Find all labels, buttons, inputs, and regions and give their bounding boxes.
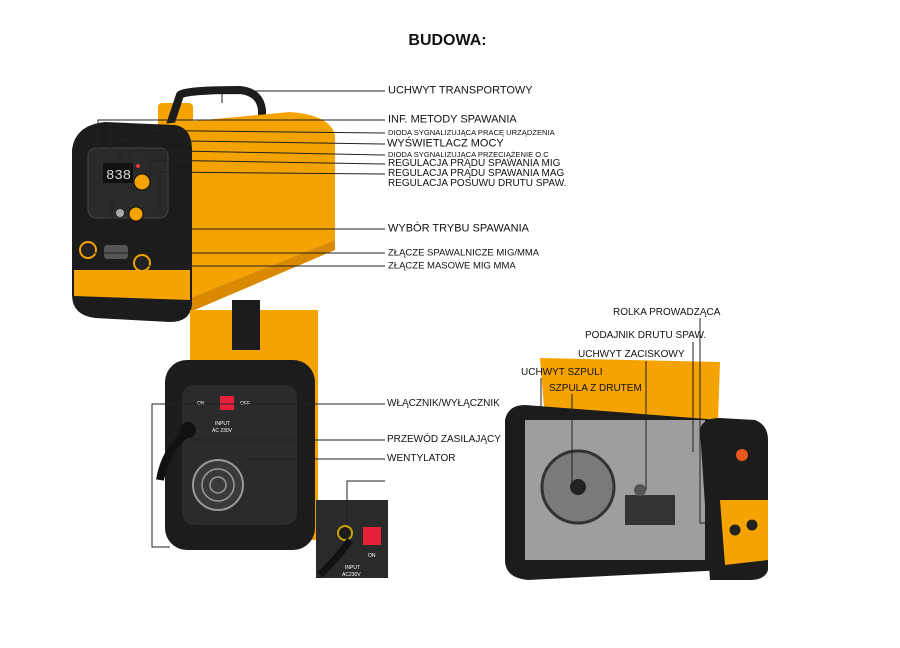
label-power-cable: PRZEWÓD ZASILAJĄCY [387,434,501,445]
label-mig-current: REGULACJA PRĄDU SPAWANIA MIG [388,158,561,169]
label-welding-method-info: INF. METODY SPAWANIA [388,113,517,126]
label-fan: WENTYLATOR [387,453,456,464]
label-welding-socket: ZŁĄCZE SPAWALNICZE MIG/MMA [388,247,540,259]
svg-text:AC230V: AC230V [342,572,361,578]
label-clamp-holder: UCHWYT ZACISKOWY [578,349,685,360]
svg-text:ON: ON [368,553,376,559]
back-view-welder: ON OFF INPUT AC 230V [156,300,318,550]
power-display: 838 [106,168,131,184]
label-mode-select: WYBÓR TRYBU SPAWANIA [388,222,529,235]
label-mag-current: REGULACJA PRĄDU SPAWANIA MAG [388,168,565,179]
label-wire-feeder: PODAJNIK DRUTU SPAW. [585,330,707,341]
open-view-welder [505,358,768,580]
label-operation-led: DIODA SYGNALIZUJĄCA PRACĘ URZĄDZENIA [388,128,555,138]
label-ground-socket: ZŁĄCZE MASOWE MIG MMA [388,260,516,272]
label-power-switch: WŁĄCZNIK/WYŁĄCZNIK [387,398,500,409]
input-text: INPUT [215,421,230,427]
label-spool-holder: UCHWYT SZPULI [521,367,603,378]
voltage-text: AC 230V [212,428,233,434]
power-switch [220,396,234,410]
page-title: BUDOWA: [408,32,487,49]
label-power-display: WYŚWIETLACZ MOCY [387,137,504,150]
svg-text:INPUT: INPUT [345,565,360,571]
label-guide-roller: ROLKA PROWADZĄCA [613,307,721,318]
front-view-welder: 838 [72,85,335,322]
label-wire-spool: SZPULA Z DRUTEM [549,383,642,394]
label-wire-feed: REGULACJA POSUWU DRUTU SPAW. [388,178,567,189]
label-overload-led: DIODA SYGNALIZUJĄCA PRZECIĄŻENIE O.C [388,150,549,160]
leader-lines [92,90,712,548]
label-transport-handle: UCHWYT TRANSPORTOWY [388,84,533,97]
switch-inset-photo: ON INPUT AC230V [316,500,388,578]
